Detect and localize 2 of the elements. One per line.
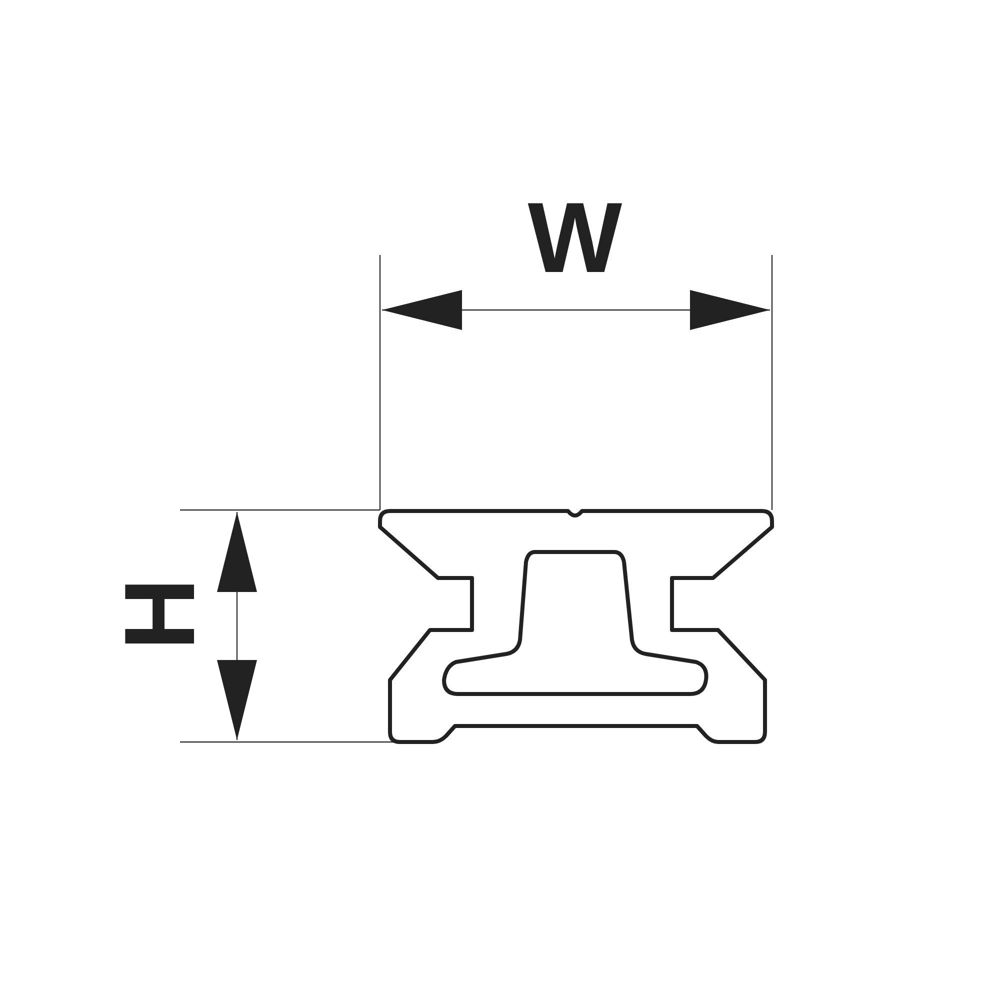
dimension-label: W	[528, 188, 622, 288]
dimension-label: H	[110, 578, 210, 650]
